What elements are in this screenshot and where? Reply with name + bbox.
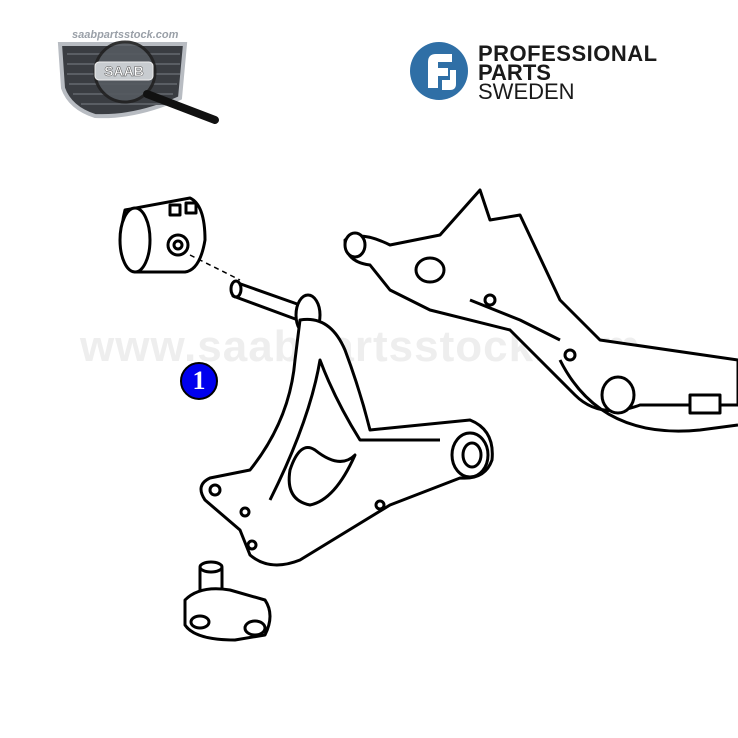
pps-line-1: PROFESSIONAL: [478, 41, 658, 66]
pps-line-3: SWEDEN: [478, 79, 575, 104]
bushing-drawing: [118, 196, 207, 274]
saab-grille-logo: SAAB: [57, 40, 219, 124]
control-arm-drawing: [199, 317, 494, 567]
ball-joint-drawing: [183, 560, 272, 642]
professional-parts-sweden-logo: PROFESSIONAL PARTS SWEDEN: [408, 40, 698, 104]
pps-line-2: PARTS: [478, 60, 551, 85]
part-callout-1[interactable]: 1: [180, 362, 218, 400]
control-arm-diagram: [118, 188, 738, 642]
pps-emblem-icon: [410, 42, 468, 100]
site-url-text: saabpartsstock.com: [72, 29, 179, 41]
subframe-drawing: [343, 188, 738, 433]
saab-badge-text: SAAB: [104, 63, 144, 79]
